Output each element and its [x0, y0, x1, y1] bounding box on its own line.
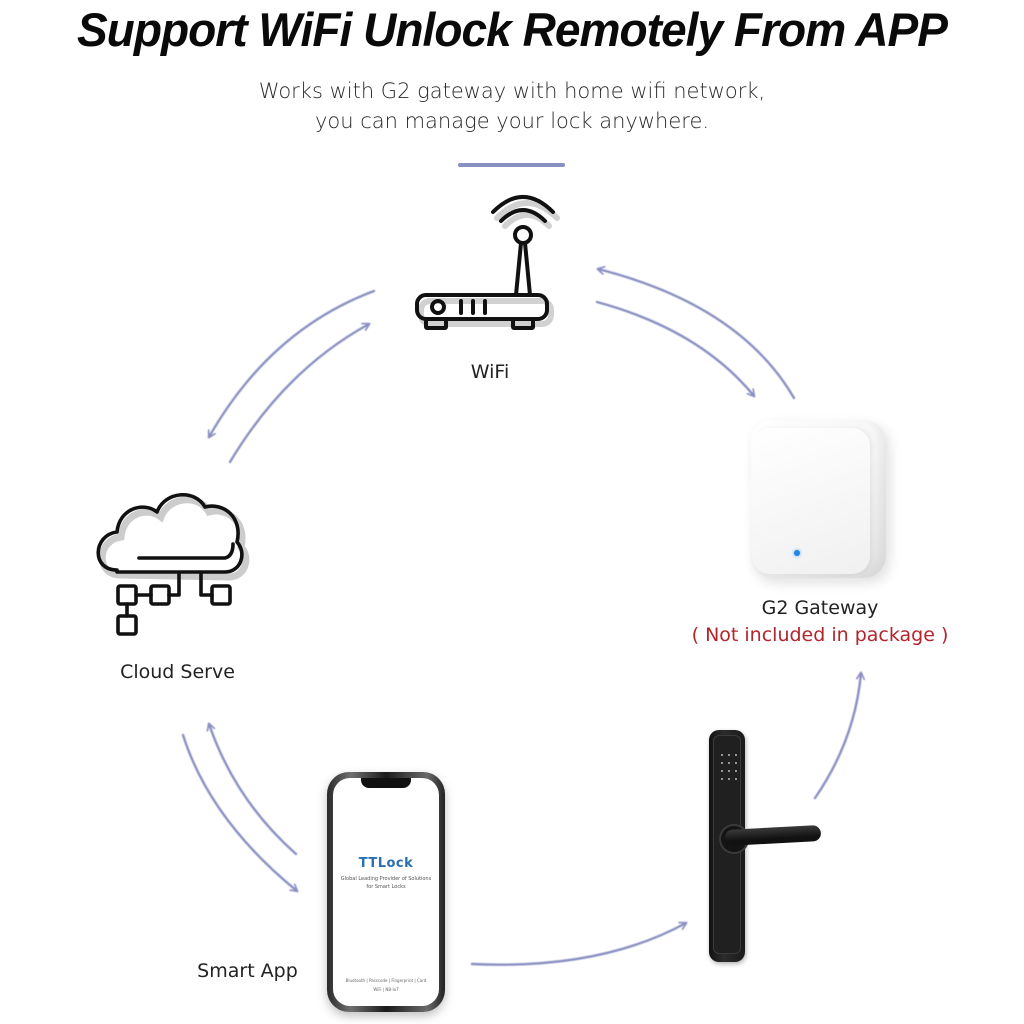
keypad-key [721, 778, 723, 780]
app-features-line-2: WiFi | NB-IoT [373, 987, 399, 992]
app-name: TTLock [358, 856, 414, 871]
phone-screen: TTLock Global Leading Provider of Soluti… [333, 778, 439, 1006]
gateway-label: G2 Gateway [761, 597, 879, 619]
keypad-key [735, 778, 737, 780]
gateway-face [752, 428, 870, 574]
app-label: Smart App [197, 960, 298, 982]
smartphone: TTLock Global Leading Provider of Soluti… [327, 772, 445, 1012]
keypad-key [721, 770, 723, 772]
page-title: Support WiFi Unlock Remotely From APP [76, 3, 948, 56]
keypad-key [735, 770, 737, 772]
arrow-app-to-cloud [209, 724, 298, 856]
gateway-note: ( Not included in package ) [691, 624, 949, 646]
gateway-led-icon [794, 550, 800, 556]
keypad-key [728, 778, 730, 780]
subtitle-line-1: Works with G2 gateway with home wifi net… [258, 79, 766, 103]
keypad-key [721, 762, 723, 764]
arrow-lock-to-gateway [813, 673, 861, 800]
keypad-key [728, 770, 730, 772]
arrow-wifi-to-gateway [595, 300, 754, 396]
wifi-router-icon [415, 195, 560, 330]
keypad-key [735, 762, 737, 764]
wifi-label: WiFi [470, 361, 510, 383]
phone-notch [361, 778, 411, 788]
arrow-cloud-to-wifi [228, 324, 369, 464]
keypad-key [721, 754, 723, 756]
keypad-key [728, 762, 730, 764]
gateway-device [750, 420, 886, 578]
arrow-gateway-to-wifi [598, 269, 796, 400]
app-features-line-1: Bluetooth | Passcode | Fingerprint | Car… [345, 978, 427, 983]
app-features: Bluetooth | Passcode | Fingerprint | Car… [337, 976, 435, 994]
cloud-label: Cloud Serve [120, 661, 235, 683]
arrow-cloud-to-app [181, 733, 297, 891]
keypad-key [728, 754, 730, 756]
divider [458, 163, 565, 167]
arrow-wifi-to-cloud [207, 289, 376, 437]
keypad-key [735, 754, 737, 756]
subtitle-line-2: you can manage your lock anywhere. [314, 109, 710, 133]
cloud-network-icon [96, 492, 250, 636]
arrow-app-to-lock [470, 923, 686, 966]
subtitle: Works with G2 gateway with home wifi net… [0, 76, 1024, 136]
app-tagline: Global Leading Provider of Solutions for… [340, 876, 432, 890]
